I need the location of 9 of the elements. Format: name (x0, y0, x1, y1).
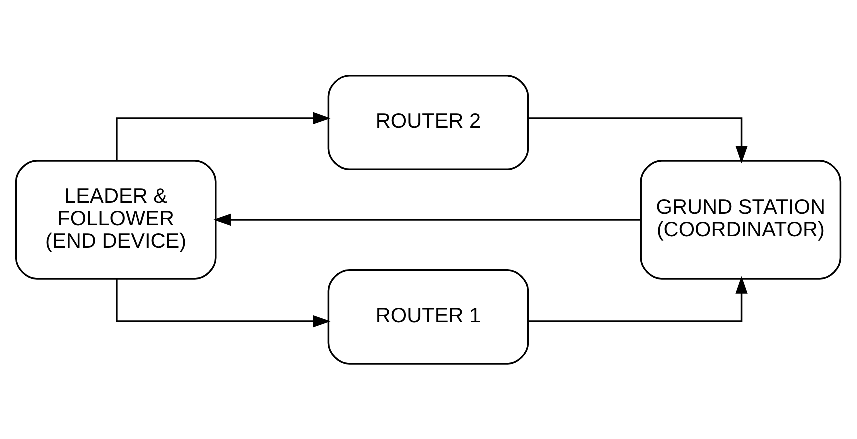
node-box: LEADER & FOLLOWER (END DEVICE) (15, 160, 217, 280)
node-box: ROUTER 1 (328, 268, 530, 364)
node-box: GRUND STATION (COORDINATOR) (640, 160, 842, 280)
arrow (116, 278, 331, 328)
node-box: ROUTER 2 (328, 74, 530, 170)
arrow (528, 117, 748, 164)
arrow (528, 276, 748, 322)
arrow (214, 213, 641, 226)
arrow (116, 112, 331, 160)
